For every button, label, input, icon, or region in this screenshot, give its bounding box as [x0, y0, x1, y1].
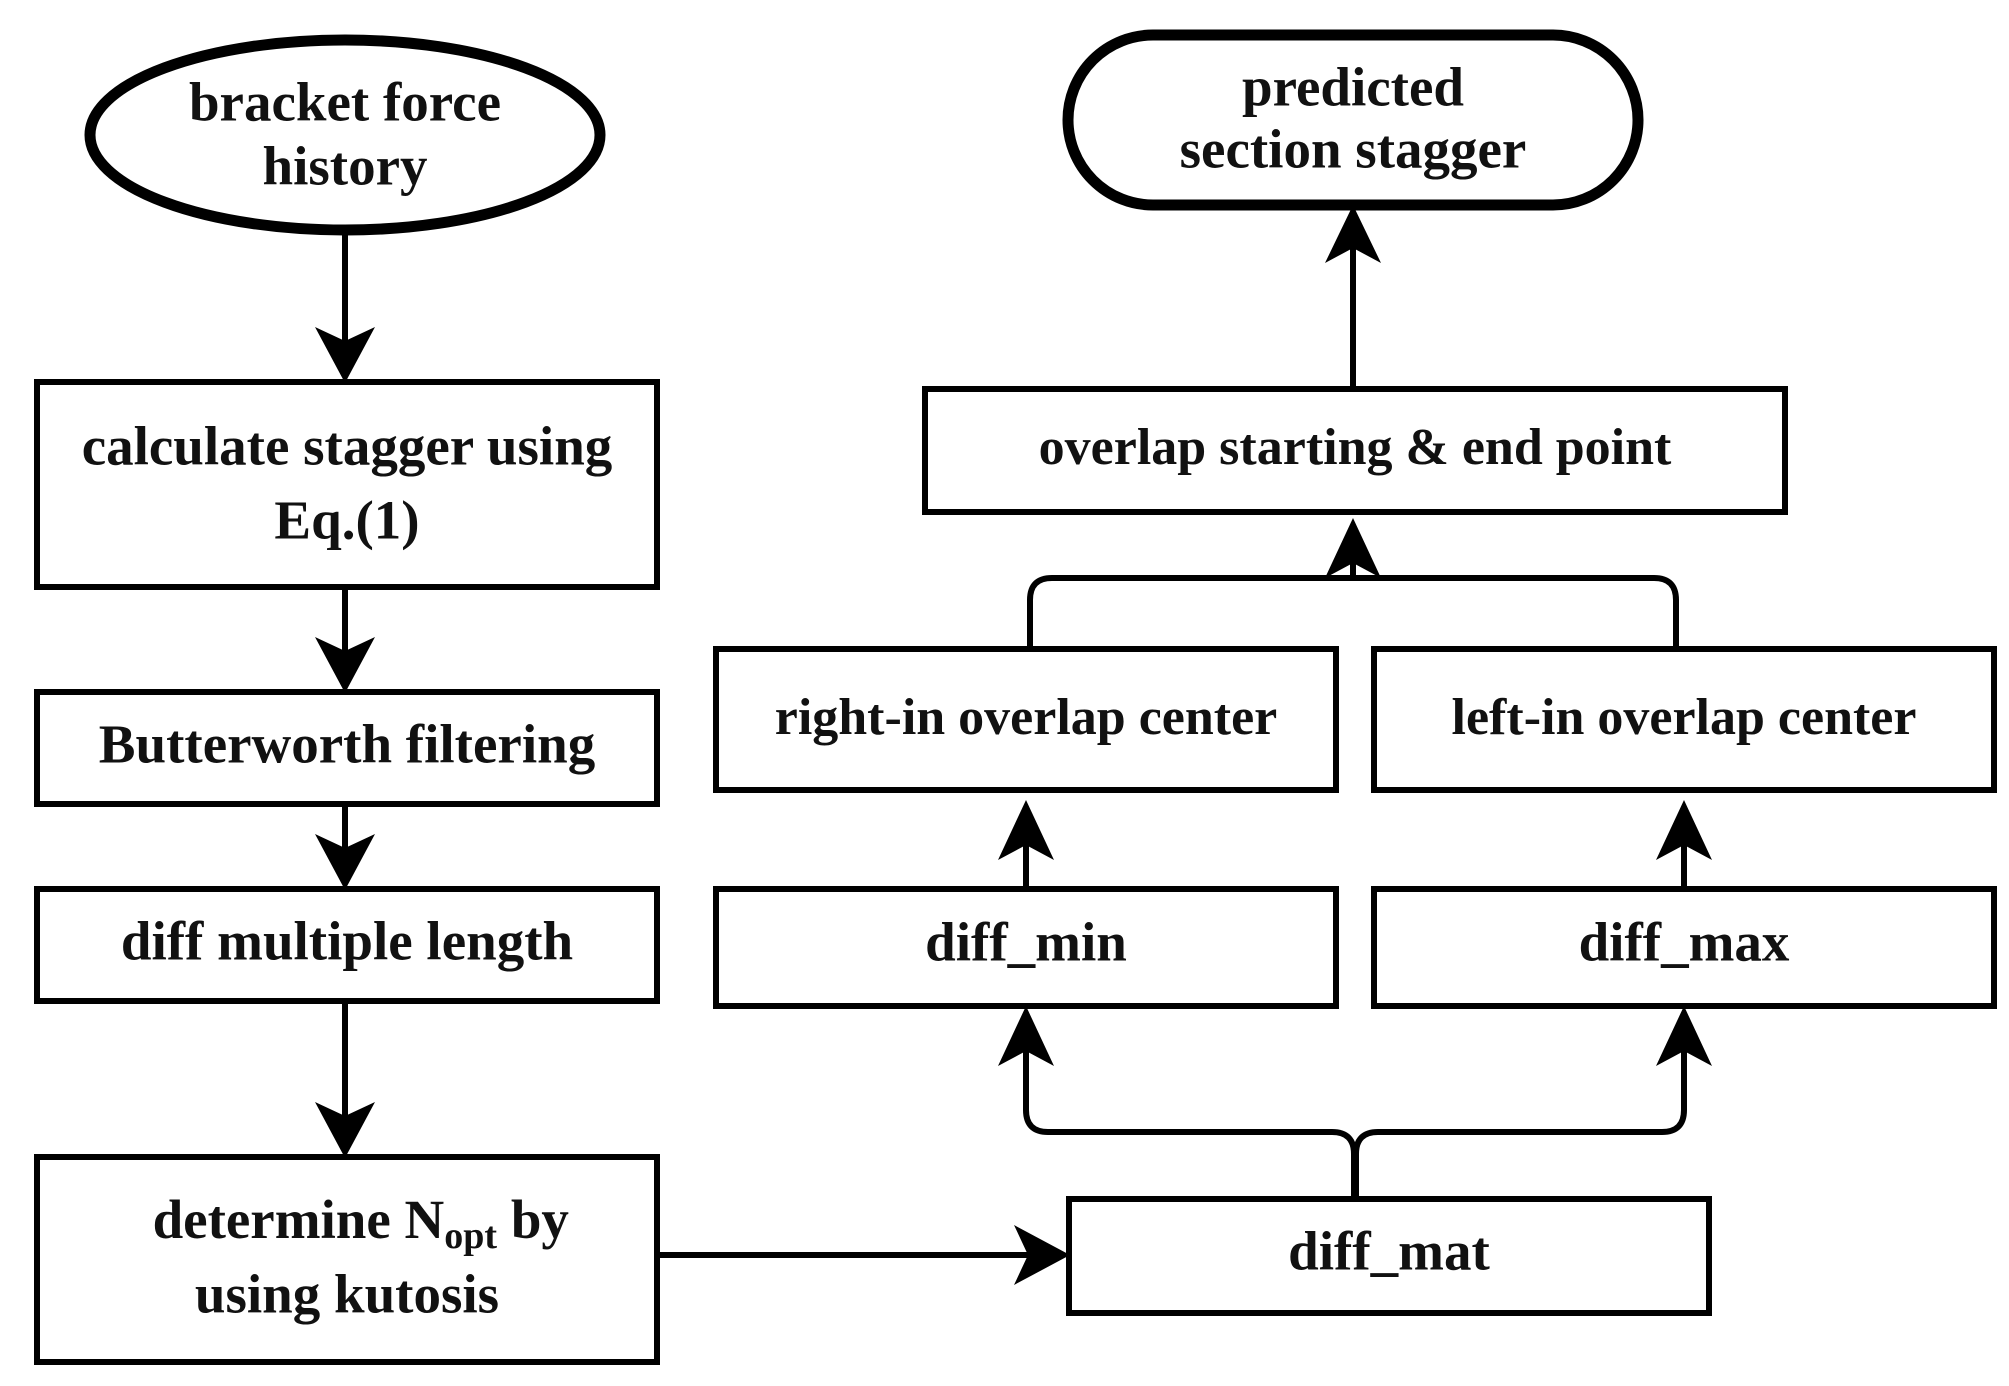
arrow-head-up-icon — [1656, 1006, 1712, 1066]
predicted-section-stagger-label-line1: predicted — [1242, 57, 1464, 118]
arrow-head-down-icon — [315, 1102, 375, 1158]
node-butterworth-filtering[interactable]: Butterworth filtering — [34, 689, 660, 807]
node-diff-max[interactable]: diff_max — [1371, 886, 1997, 1009]
node-diff-multiple-length[interactable]: diff multiple length — [34, 886, 660, 1004]
arrow-head-down-icon — [315, 834, 375, 890]
edge-fork-diff-mat-to-minmax — [998, 1006, 1712, 1203]
node-diff-min[interactable]: diff_min — [713, 886, 1339, 1009]
node-right-in-overlap-center[interactable]: right-in overlap center — [713, 646, 1339, 793]
arrow-head-up-icon — [1656, 800, 1712, 860]
left-in-overlap-center-label: left-in overlap center — [1452, 689, 1917, 746]
edge-butterworth-to-diff-multiple — [315, 804, 375, 890]
arrow-head-up-icon — [998, 1006, 1054, 1066]
edge-diff-multiple-to-determine-nopt — [315, 1001, 375, 1158]
determine-nopt-label-line1: determine Nopt by — [29, 1189, 665, 1257]
arrow-head-down-icon — [315, 637, 375, 693]
node-bracket-force-history[interactable]: bracket force history — [84, 34, 606, 236]
diff-mat-shape — [1066, 1196, 1712, 1316]
determine-nopt-shape — [34, 1154, 660, 1365]
arrow-head-up-icon — [1325, 205, 1381, 263]
node-calculate-stagger[interactable]: calculate stagger using Eq.(1) — [34, 379, 660, 590]
right-in-overlap-center-label: right-in overlap center — [775, 689, 1278, 746]
determine-nopt-label-text-b: by — [497, 1189, 569, 1250]
overlap-starting-end-point-shape — [922, 386, 1788, 515]
determine-nopt-label-line2: using kutosis — [195, 1264, 499, 1325]
node-predicted-section-stagger[interactable]: predicted section stagger — [1062, 29, 1644, 211]
determine-nopt-label-subscript: opt — [444, 1215, 497, 1257]
bracket-force-history-label-line1: bracket force — [189, 72, 501, 133]
diff-min-label: diff_min — [925, 912, 1127, 973]
edge-history-to-calculate — [315, 230, 375, 383]
diff-max-shape — [1371, 886, 1997, 1009]
node-determine-nopt[interactable]: determine Nopt by using kutosis — [29, 1154, 665, 1365]
diff-max-label: diff_max — [1579, 912, 1790, 973]
node-left-in-overlap-center[interactable]: left-in overlap center — [1371, 646, 1997, 793]
diff-min-shape — [713, 886, 1339, 1009]
arrow-head-up-icon — [1325, 518, 1381, 578]
edge-diff-min-to-right-center — [998, 800, 1054, 890]
arrow-head-right-icon — [1014, 1225, 1070, 1285]
determine-nopt-label-text-a: determine N — [153, 1189, 445, 1250]
arrow-head-up-icon — [998, 800, 1054, 860]
node-diff-mat[interactable]: diff_mat — [1066, 1196, 1712, 1316]
predicted-section-stagger-label-line2: section stagger — [1180, 119, 1527, 180]
edge-calculate-to-butterworth — [315, 587, 375, 693]
calculate-stagger-label-line1: calculate stagger using — [82, 416, 613, 477]
diff-multiple-length-label: diff multiple length — [121, 911, 573, 972]
diff-mat-label: diff_mat — [1288, 1221, 1490, 1282]
bracket-force-history-label-line2: history — [263, 136, 428, 197]
arrow-head-down-icon — [315, 327, 375, 383]
calculate-stagger-shape — [34, 379, 660, 590]
overlap-starting-end-point-label: overlap starting & end point — [1039, 419, 1672, 476]
edge-diff-max-to-left-center — [1656, 800, 1712, 890]
right-in-overlap-center-shape — [713, 646, 1339, 793]
edge-overlap-to-predicted — [1325, 205, 1381, 390]
butterworth-filtering-label: Butterworth filtering — [99, 714, 595, 775]
edge-determine-nopt-to-diff-mat — [657, 1225, 1070, 1285]
node-overlap-starting-end-point[interactable]: overlap starting & end point — [922, 386, 1788, 515]
left-in-overlap-center-shape — [1371, 646, 1997, 793]
calculate-stagger-label-line2: Eq.(1) — [274, 490, 419, 551]
edge-merge-centers-to-overlap — [1027, 518, 1679, 653]
